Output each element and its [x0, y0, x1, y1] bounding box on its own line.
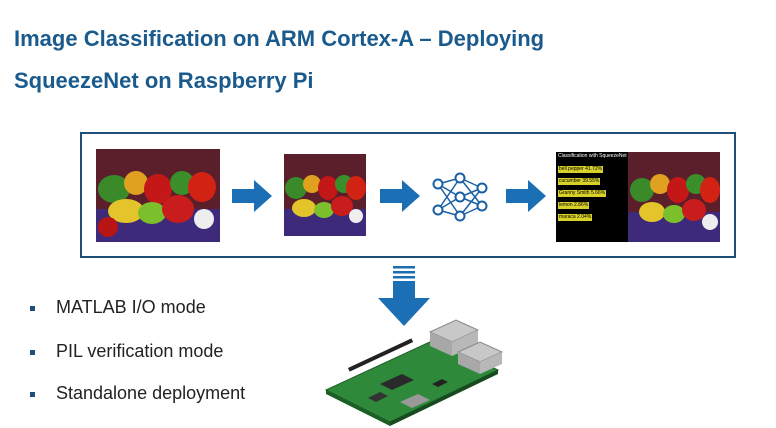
result-label: lemon 2.86%: [558, 202, 590, 209]
raspberry-pi-board: [324, 319, 504, 426]
arrow-right-icon: [232, 180, 272, 212]
result-label: Granny Smith 5.66%: [558, 190, 607, 197]
slide-title-line-2: SqueezeNet on Raspberry Pi: [14, 68, 314, 93]
neural-network-icon: [432, 172, 488, 222]
arrow-right-icon: [380, 180, 420, 212]
result-label: cucumber 39.55%: [558, 178, 601, 185]
resized-image: [284, 154, 366, 236]
bullet-marker: [30, 350, 35, 355]
down-arrow-icon: [378, 266, 430, 326]
bullet-text: PIL verification mode: [56, 341, 224, 361]
output-image: [628, 152, 720, 242]
bullet-text: MATLAB I/O mode: [56, 297, 206, 317]
bullet-marker: [30, 392, 35, 397]
classification-result-panel: Classification with SqueezeNet bell pepp…: [556, 152, 628, 242]
slide-title-line-1: Image Classification on ARM Cortex-A – D…: [14, 26, 545, 51]
result-panel-title: Classification with SqueezeNet: [558, 153, 627, 159]
input-image: [96, 149, 220, 242]
bullet-marker: [30, 306, 35, 311]
result-label: bell pepper 41.72%: [558, 166, 604, 173]
arrow-right-icon: [506, 180, 546, 212]
bullet-text: Standalone deployment: [56, 383, 246, 403]
result-label: maraca 2.04%: [558, 214, 593, 221]
